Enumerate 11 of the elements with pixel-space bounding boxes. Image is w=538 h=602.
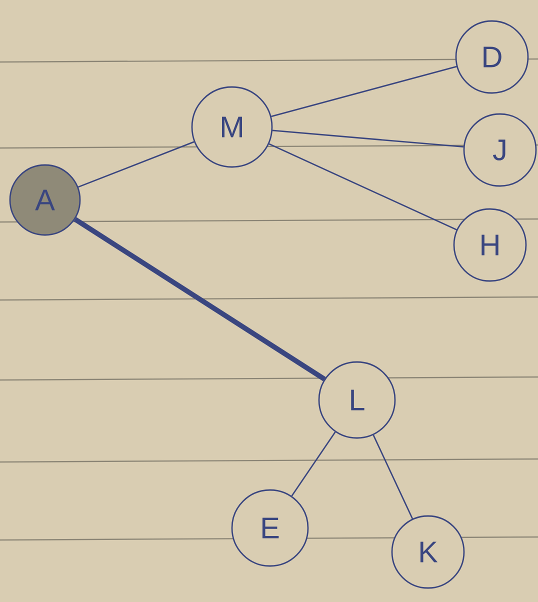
node-label: J — [492, 140, 506, 160]
tree-edge — [74, 217, 326, 382]
node-label: K — [420, 542, 438, 562]
tree-edge — [372, 434, 414, 520]
tree-edge — [271, 66, 457, 118]
tree-edge — [268, 143, 457, 230]
tree-edge — [272, 130, 464, 148]
node-label: H — [482, 234, 498, 256]
node-label: D — [484, 46, 502, 68]
tree-edge — [78, 141, 194, 188]
tree-edge — [291, 432, 336, 496]
